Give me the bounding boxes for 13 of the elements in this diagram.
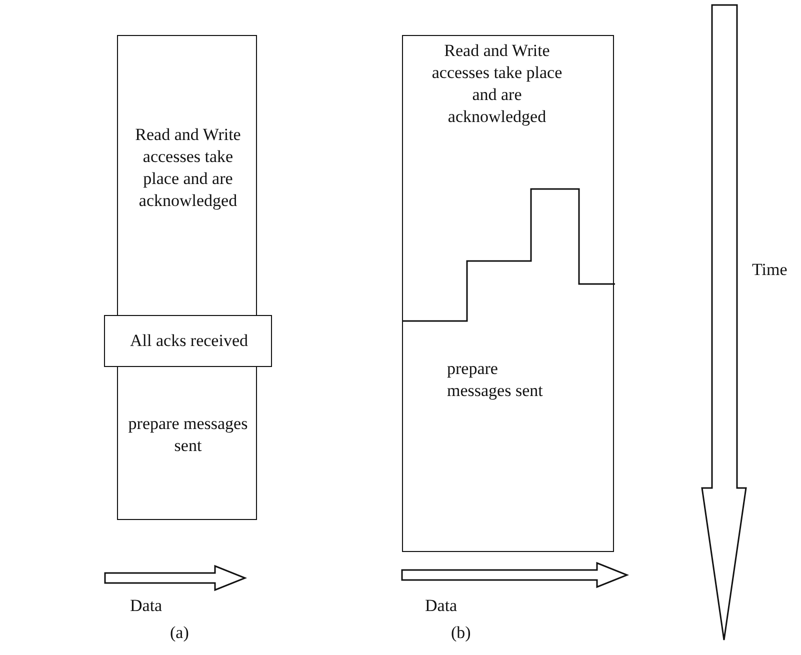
arrow-label: Data bbox=[130, 596, 162, 616]
arrow-label: Data bbox=[425, 596, 458, 616]
band-label: All acks received bbox=[129, 330, 249, 352]
band-box bbox=[104, 315, 272, 367]
region-box bbox=[117, 35, 257, 520]
axis-label: Time bbox=[752, 260, 788, 280]
panel-label: (a) bbox=[170, 623, 189, 643]
region-text: prepare messages sent bbox=[447, 358, 544, 402]
region-box bbox=[402, 35, 614, 552]
region-text: prepare messages sent bbox=[127, 413, 249, 457]
region-text: Read and Write accesses take place and are acknowledged bbox=[134, 124, 242, 212]
panel-label: (b) bbox=[451, 623, 471, 643]
region-text: Read and Write accesses take place and are acknowledged bbox=[430, 40, 564, 128]
